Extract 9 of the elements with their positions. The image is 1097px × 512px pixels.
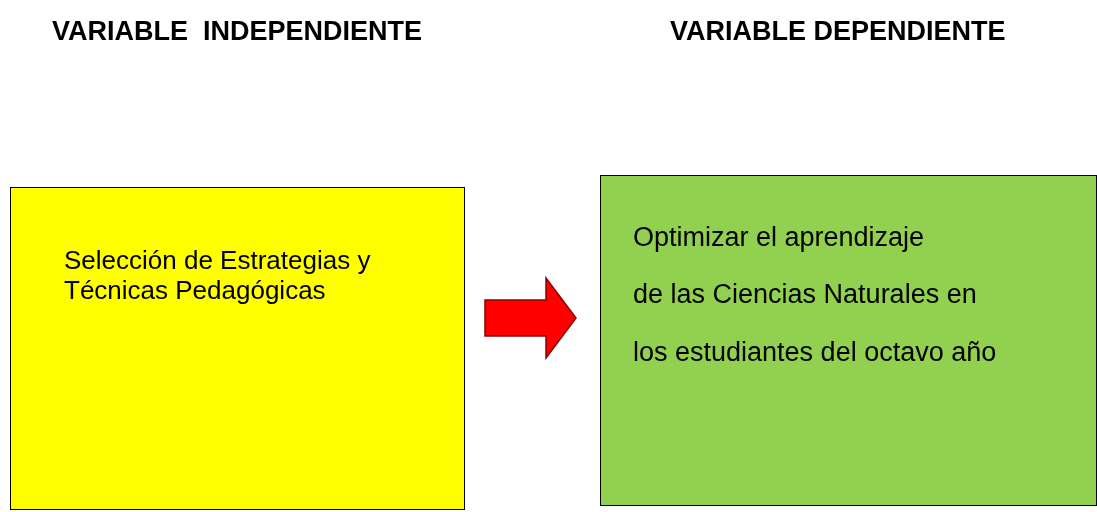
column-heading: VARIABLE INDEPENDIENTE [52,16,423,47]
box-text: los estudiantes del octavo año [633,335,998,369]
box-text: de las Ciencias Naturales en [633,278,978,311]
block-arrow [484,275,577,361]
variable-box [10,187,465,510]
box-text: Optimizar el aprendizaje [633,221,926,254]
column-heading: VARIABLE DEPENDIENTE [670,16,1006,47]
variable-box [600,175,1097,506]
box-text: Selección de Estrategias y Técnicas Pedagógicas [64,246,372,306]
